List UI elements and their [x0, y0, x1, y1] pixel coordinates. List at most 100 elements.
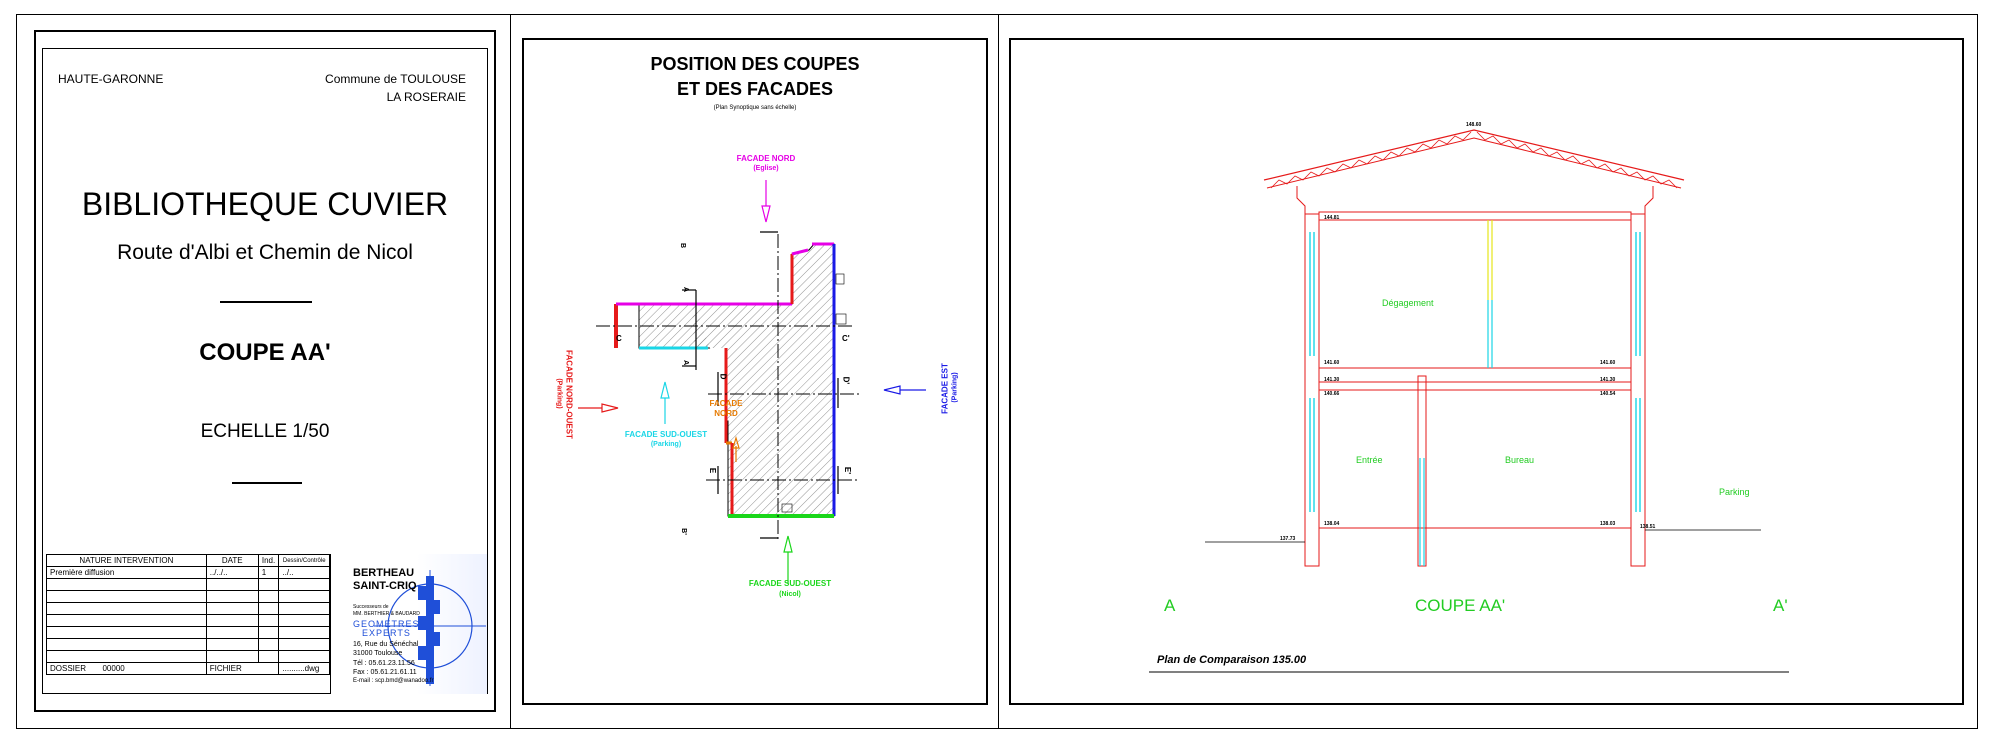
table-row: [46, 650, 330, 663]
table-row: [46, 590, 330, 603]
cut-marker-b: B: [679, 242, 687, 249]
label-facade-nord-eglise-sub: (Eglise): [753, 165, 779, 172]
cell-index: [257, 626, 280, 639]
arrow-facade-sud-ouest-parking-icon: [660, 381, 670, 424]
commune: Commune de TOULOUSE: [325, 72, 466, 86]
cell-index: 1: [257, 566, 280, 579]
level-lower-top-right: 141.30: [1600, 377, 1616, 383]
dossier-label: DOSSIER: [50, 664, 87, 673]
label-facade-nord-eglise: FACADE NORD: [736, 154, 796, 163]
cell-check: [278, 602, 330, 615]
cartouche-inner-frame: [42, 48, 488, 694]
cell-index: [257, 602, 280, 615]
cell-check: [278, 650, 330, 663]
firm-name-line2: SAINT-CRIQ: [353, 580, 417, 592]
cell-date: [205, 650, 259, 663]
arrow-facade-est-icon: [883, 385, 926, 395]
label-facade-sud-ouest-nicol-sub: (Nicol): [779, 591, 801, 598]
room-degagement: Dégagement: [1382, 298, 1434, 308]
department: HAUTE-GARONNE: [58, 72, 164, 86]
room-bureau: Bureau: [1505, 455, 1535, 465]
section-title: COUPE AA': [1415, 596, 1506, 615]
cell-nature: [46, 602, 207, 615]
cell-nature: Première diffusion: [46, 566, 207, 579]
dossier-row: DOSSIER 00000 FICHIER ..........dwg: [46, 662, 330, 675]
room-parking: Parking: [1719, 487, 1750, 497]
section-drawing: [1149, 129, 1789, 673]
cut-marker-d-prime: D': [841, 376, 851, 385]
site-plan-title-line1: POSITION DES COUPES: [650, 54, 860, 74]
cell-nature: [46, 650, 207, 663]
cell-date: [205, 590, 259, 603]
fichier-label: FICHIER: [205, 662, 280, 675]
cell-index: [257, 638, 280, 651]
level-upper-floor-right: 141.60: [1600, 360, 1616, 366]
dossier-cell: DOSSIER 00000: [46, 662, 207, 675]
level-upper-floor-left: 141.60: [1324, 360, 1340, 366]
arrow-facade-nord-ouest-icon: [578, 403, 619, 413]
revision-header-row: NATURE INTERVENTION DATE Ind. Dessin/Con…: [46, 554, 330, 567]
cell-date: [205, 638, 259, 651]
cell-date: [205, 602, 259, 615]
label-facade-sud-ouest-parking-sub: (Parking): [650, 441, 682, 448]
table-row: [46, 602, 330, 615]
label-facade-est: FACADE EST: [940, 363, 950, 414]
project-address: Route d'Albi et Chemin de Nicol: [117, 241, 413, 264]
cut-marker-c: C: [616, 334, 622, 343]
cell-index: [257, 650, 280, 663]
cell-check: [278, 614, 330, 627]
title-separator: [220, 301, 312, 303]
drawing-sheet: [16, 14, 1978, 729]
site-plan-drawing: [578, 180, 926, 584]
cell-check: ../..: [278, 566, 330, 579]
cut-marker-a-prime: A': [681, 360, 689, 367]
level-ground-left: 137.73: [1280, 536, 1296, 542]
cell-date: ../../..: [205, 566, 259, 579]
firm-address-line1: 16, Rue du Sénéchal: [353, 641, 419, 648]
label-facade-est-sub: (Parking): [951, 372, 959, 403]
fichier-value: ..........dwg: [278, 662, 330, 675]
panel-divider-2: [998, 14, 999, 729]
drawing-title: COUPE AA': [199, 339, 331, 366]
site-plan-title-line2: ET DES FACADES: [676, 79, 834, 99]
project-title: BIBLIOTHEQUE CUVIER: [81, 186, 449, 222]
level-upper-ceiling: 144.81: [1324, 215, 1340, 221]
place-name: LA ROSERAIE: [386, 90, 466, 104]
cell-check: [278, 590, 330, 603]
scale-separator: [232, 482, 302, 484]
arrow-facade-nord-icon-small: [732, 435, 740, 462]
roof: [1263, 129, 1685, 214]
table-row: [46, 614, 330, 627]
section-marker-a: A: [1164, 596, 1176, 615]
cell-date: [205, 614, 259, 627]
label-facade-nord-line2: NORD: [714, 409, 738, 418]
drawing-scale: ECHELLE 1/50: [200, 421, 330, 442]
label-facade-nord-ouest-sub: (Parking): [555, 378, 563, 409]
arrow-facade-sud-ouest-nicol-icon: [783, 535, 793, 584]
section-marker-a-prime: A': [1773, 596, 1788, 615]
firm-successors-line2: MM. BERTHIER & BAUDARD: [353, 611, 420, 617]
firm-name-line1: BERTHEAU: [353, 567, 415, 579]
site-plan-frame: [522, 38, 988, 705]
firm-fax: Fax : 05.61.21.61.11: [353, 669, 417, 676]
firm-address-line2: 31000 Toulouse: [353, 650, 403, 657]
cut-marker-a: A: [682, 286, 690, 293]
site-plan-subtitle: (Plan Synoptique sans échelle): [713, 105, 797, 111]
cut-marker-e: E: [708, 467, 718, 474]
cell-nature: [46, 626, 207, 639]
cell-index: [257, 590, 280, 603]
level-lower-sub-right: 140.54: [1600, 391, 1616, 397]
cut-marker-c-prime: C': [842, 334, 850, 343]
cell-date: [205, 578, 259, 591]
arrow-facade-nord-icon: [761, 180, 771, 223]
room-entree: Entrée: [1356, 455, 1383, 465]
walls: [1205, 211, 1761, 567]
cell-date: [205, 626, 259, 639]
cell-index: [257, 614, 280, 627]
level-lower-floor-right: 138.03: [1600, 521, 1616, 527]
header-date: DATE: [205, 554, 259, 567]
header-nature: NATURE INTERVENTION: [46, 554, 207, 567]
level-ground-right: 138.51: [1640, 524, 1656, 530]
table-row: [46, 638, 330, 651]
label-facade-nord-line1: FACADE: [709, 399, 743, 408]
